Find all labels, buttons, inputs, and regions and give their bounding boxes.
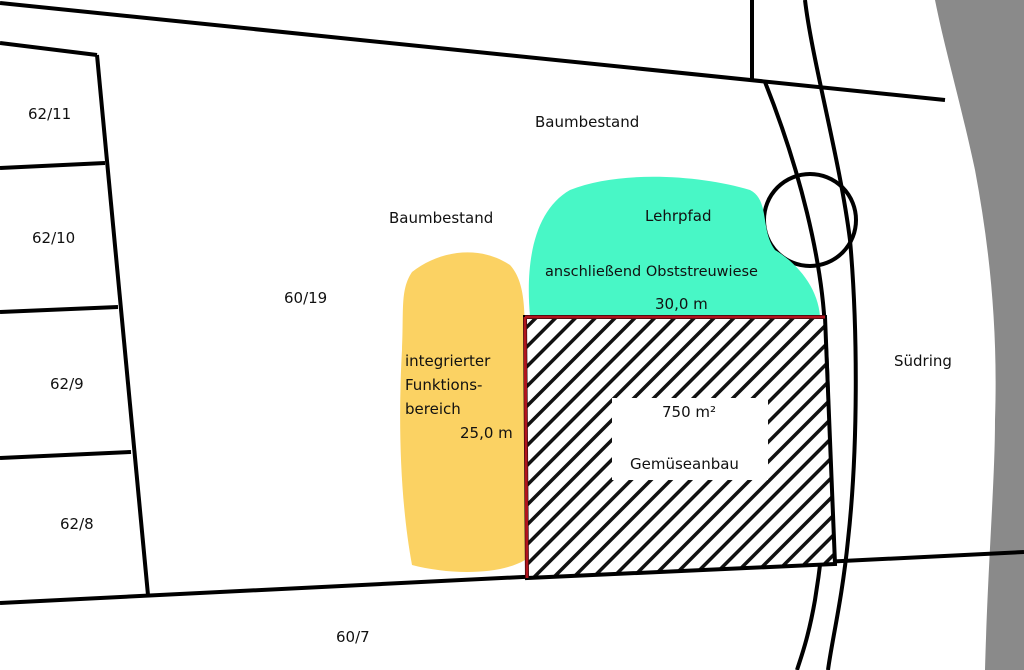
label-depth: 25,0 m	[460, 424, 513, 442]
label-area: 750 m²	[662, 403, 717, 421]
label-function-2: Funktions-	[405, 376, 483, 394]
river-band	[935, 0, 1024, 670]
label-function-1: integrierter	[405, 352, 491, 370]
label-trees-top: Baumbestand	[535, 113, 640, 131]
label-lehrpfad: Lehrpfad	[645, 207, 712, 225]
plot-red-border	[523, 315, 825, 579]
function-area-blob	[400, 252, 525, 572]
label-function-3: bereich	[405, 400, 461, 418]
label-width: 30,0 m	[655, 295, 708, 313]
parcel-62-9: 62/9	[50, 375, 84, 393]
road-edge-right	[803, 0, 858, 670]
parcel-62-11: 62/11	[28, 105, 72, 123]
parcel-62-8: 62/8	[60, 515, 94, 533]
area-label-box	[612, 398, 768, 480]
parcel-62-10: 62/10	[32, 229, 76, 247]
label-use: Gemüseanbau	[630, 455, 739, 473]
label-trees-left: Baumbestand	[389, 209, 494, 227]
label-obststreuwiese: anschließend Obststreuwiese	[545, 264, 758, 280]
lehrpfad-blob	[528, 176, 820, 316]
parcel-60-7: 60/7	[336, 628, 370, 646]
label-street: Südring	[894, 352, 952, 370]
parcel-60-19: 60/19	[284, 289, 328, 307]
